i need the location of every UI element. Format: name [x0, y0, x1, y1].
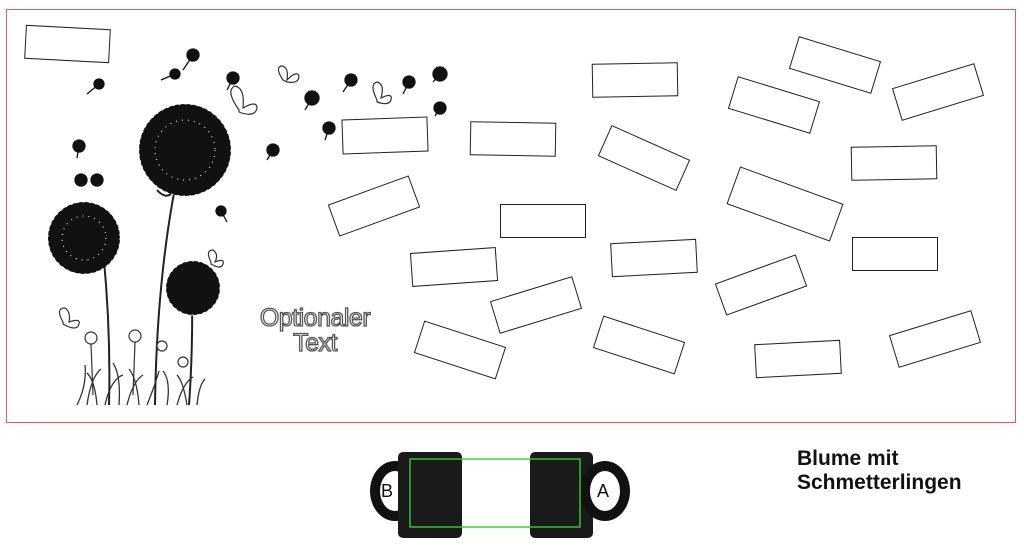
- text-box[interactable]: [341, 116, 429, 155]
- butterfly-icon: [230, 85, 258, 115]
- text-box[interactable]: [24, 24, 111, 64]
- print-area: [409, 458, 581, 528]
- butterfly-icon: [277, 65, 300, 83]
- text-box[interactable]: [754, 339, 842, 379]
- dandelion-artwork: [47, 48, 448, 406]
- side-label-b: B: [381, 481, 394, 501]
- text-box[interactable]: [591, 62, 679, 98]
- text-box[interactable]: [852, 237, 938, 271]
- butterfly-icon: [58, 307, 80, 329]
- text-box[interactable]: [500, 204, 586, 238]
- mug-icon: [370, 452, 630, 538]
- text-box[interactable]: [409, 247, 499, 287]
- mug-preview: B A: [365, 446, 640, 546]
- dandelion-icon: [165, 260, 221, 316]
- side-label-a: A: [597, 481, 610, 501]
- dandelion-icon: [138, 103, 232, 197]
- dandelion-seeds: [72, 48, 448, 223]
- butterfly-icon: [207, 249, 224, 268]
- butterfly-icon: [372, 81, 392, 105]
- grass-icon: [76, 362, 206, 406]
- text-box[interactable]: [610, 238, 698, 278]
- dandelion-icon: [47, 201, 121, 275]
- text-box[interactable]: [469, 121, 557, 157]
- text-box[interactable]: [850, 145, 938, 181]
- flower-icon: [84, 329, 189, 396]
